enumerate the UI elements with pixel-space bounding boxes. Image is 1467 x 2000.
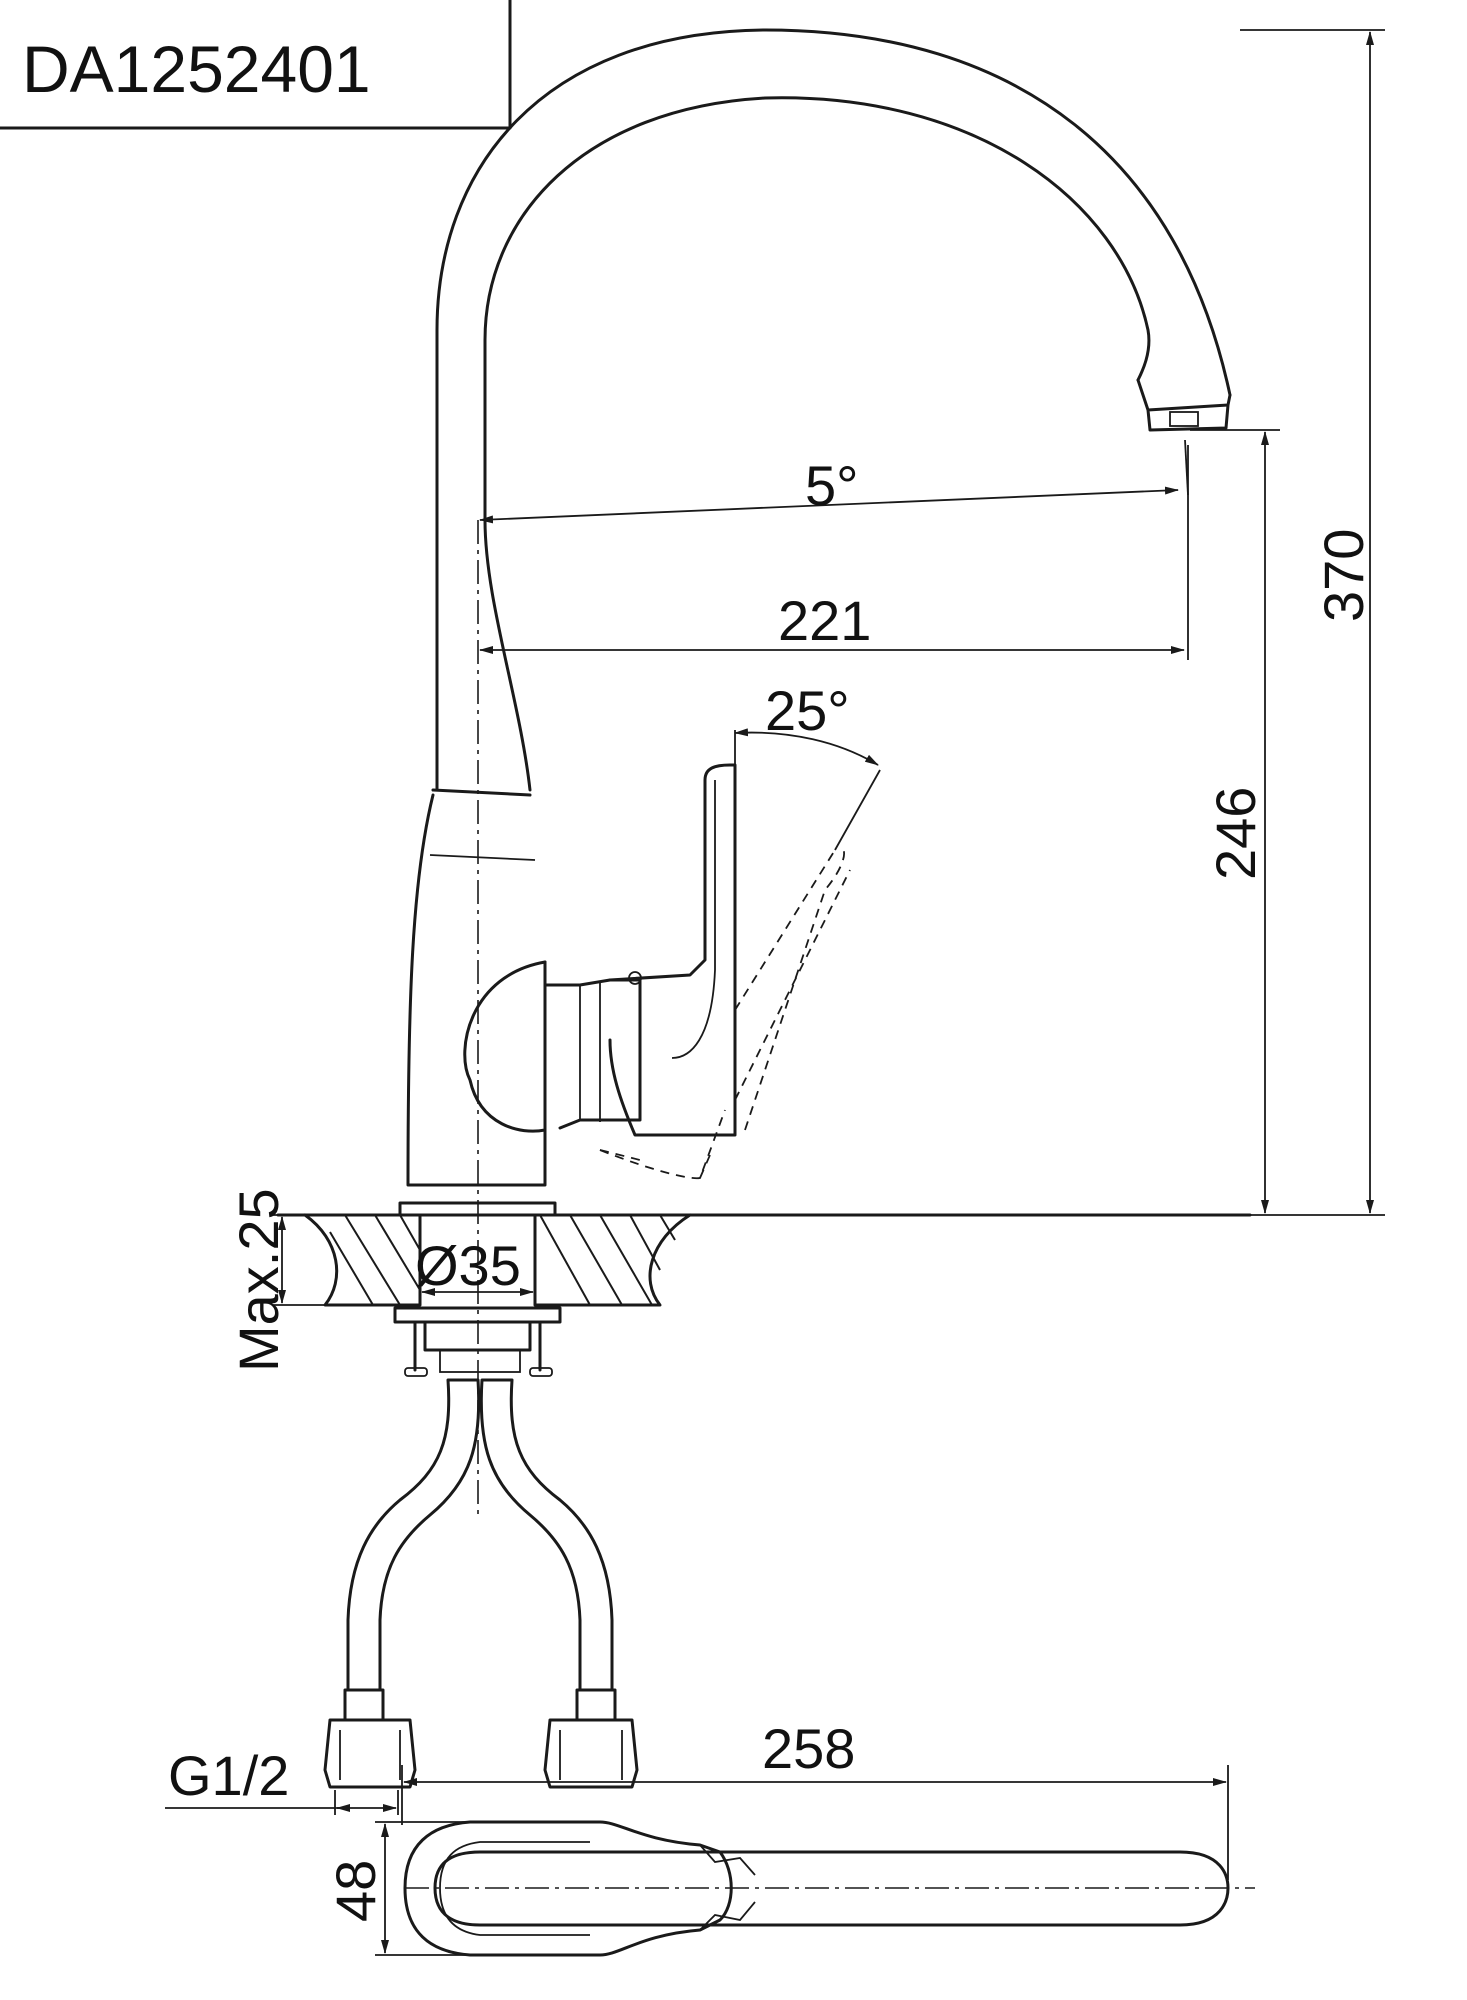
dimension-246: 246	[1190, 429, 1280, 1214]
hose-ferrule-right	[575, 1688, 617, 1722]
hose-right	[479, 1378, 614, 1692]
width-top-label: 48	[324, 1860, 387, 1922]
total-height-label: 370	[1312, 529, 1375, 622]
deck-left	[303, 1213, 422, 1307]
body-column	[406, 793, 547, 1187]
handle-screw	[628, 971, 642, 985]
hose-left	[346, 1378, 481, 1692]
aerator	[1136, 378, 1232, 432]
dimension-258: 258	[401, 1717, 1229, 1880]
spout-height-label: 246	[1204, 787, 1267, 880]
dimension-max25: Max.25	[227, 1188, 325, 1372]
hose-ferrule-left	[343, 1688, 385, 1722]
handle-lever	[608, 763, 737, 1137]
max-deck-label: Max.25	[227, 1188, 290, 1372]
handle-base	[543, 960, 642, 1130]
handle-rotated-outline	[599, 848, 851, 1180]
dimension-25deg: 25°	[734, 679, 881, 851]
angle-spout-label: 5°	[805, 454, 859, 517]
spout-neck	[483, 518, 532, 792]
spout-outer-contour	[435, 28, 1232, 792]
deck-right	[533, 1213, 692, 1307]
faucet-top-view	[403, 1820, 1255, 1957]
length-top-label: 258	[762, 1717, 855, 1780]
dimension-5deg: 5°	[479, 439, 1189, 524]
top-view-spout	[433, 1850, 1230, 1927]
spout-inner-contour	[483, 96, 1151, 522]
hole-diameter-label: Ø35	[415, 1234, 521, 1297]
hose-nut-left	[323, 1718, 417, 1789]
angle-handle-label: 25°	[765, 679, 850, 742]
dimension-48: 48	[324, 1821, 470, 1956]
thread-label: G1/2	[168, 1744, 289, 1807]
dimension-221: 221	[479, 445, 1189, 660]
dimension-g12: G1/2	[165, 1744, 399, 1815]
title-block: DA1252401	[0, 0, 512, 130]
countertop-section	[276, 1213, 1252, 1307]
reach-label: 221	[778, 589, 871, 652]
cartridge-dome	[463, 960, 547, 1133]
mounting-hardware	[323, 1306, 639, 1789]
hose-nut-right	[543, 1718, 639, 1789]
faucet-side-view	[398, 28, 1232, 1520]
section-hatching	[329, 1214, 676, 1306]
dimension-35: Ø35	[415, 1234, 534, 1297]
aerator-slot	[1169, 411, 1199, 427]
dimension-370: 370	[1240, 29, 1385, 1216]
model-number: DA1252401	[22, 32, 371, 106]
